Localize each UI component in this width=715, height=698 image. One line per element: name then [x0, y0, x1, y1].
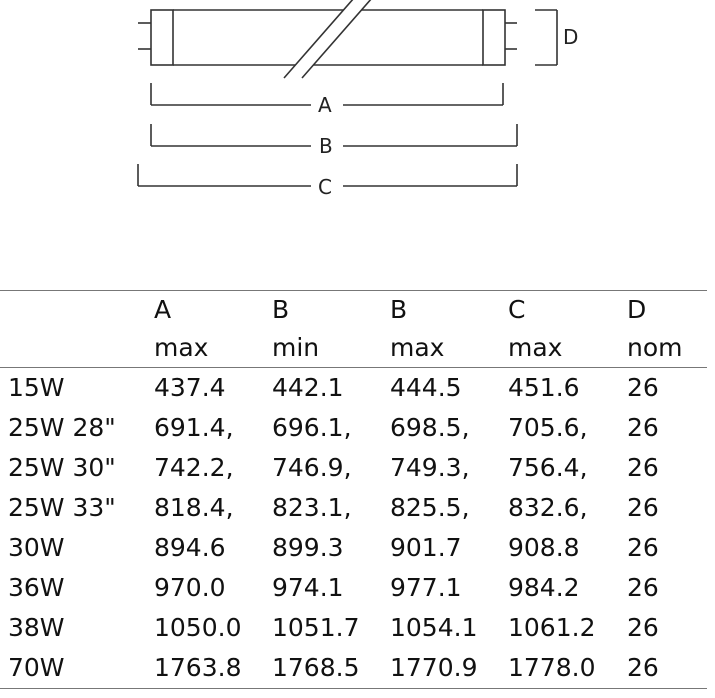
table-cell: 1763.8	[154, 653, 242, 682]
dimension-label-d: D	[563, 25, 578, 49]
table-row: 25W 30" 742.2, 746.9, 749.3, 756.4, 26	[0, 448, 707, 488]
table-cell: 1054.1	[390, 613, 478, 642]
table-header-letters: A B B C D	[0, 291, 707, 329]
table-cell: 26	[627, 453, 659, 482]
dimension-table: A B B C D max min max max nom 15W 437.4 …	[0, 290, 707, 689]
table-row: 25W 33" 818.4, 823.1, 825.5, 832.6, 26	[0, 488, 707, 528]
table-cell: 25W 28"	[8, 413, 116, 442]
table-cell: 742.2,	[154, 453, 234, 482]
table-row: 25W 28" 691.4, 696.1, 698.5, 705.6, 26	[0, 408, 707, 448]
header-cell: max	[154, 333, 209, 362]
table-cell: 36W	[8, 573, 65, 602]
table-cell: 451.6	[508, 373, 580, 402]
header-cell: A	[154, 295, 172, 324]
table-cell: 25W 30"	[8, 453, 116, 482]
table-cell: 26	[627, 413, 659, 442]
table-cell: 70W	[8, 653, 65, 682]
table-cell: 38W	[8, 613, 65, 642]
fluorescent-tube-drawing	[138, 9, 517, 66]
table-row: 30W 894.6 899.3 901.7 908.8 26	[0, 528, 707, 568]
table-cell: 696.1,	[272, 413, 352, 442]
table-cell: 1051.7	[272, 613, 360, 642]
header-cell: B	[390, 295, 408, 324]
header-cell: B	[272, 295, 290, 324]
tube-break-marks	[283, 0, 372, 79]
header-cell: nom	[627, 333, 683, 362]
table-header-qualifiers: max min max max nom	[0, 329, 707, 368]
table-row: 36W 970.0 974.1 977.1 984.2 26	[0, 568, 707, 608]
table-cell: 26	[627, 653, 659, 682]
dimension-label-c: C	[318, 175, 332, 199]
dimension-b	[150, 124, 518, 147]
table-cell: 1768.5	[272, 653, 360, 682]
table-cell: 442.1	[272, 373, 344, 402]
table-cell: 705.6,	[508, 413, 588, 442]
table-cell: 1770.9	[390, 653, 478, 682]
table-cell: 970.0	[154, 573, 226, 602]
table-cell: 26	[627, 573, 659, 602]
table-cell: 30W	[8, 533, 65, 562]
table-cell: 1050.0	[154, 613, 242, 642]
table-cell: 25W 33"	[8, 493, 116, 522]
table-row: 15W 437.4 442.1 444.5 451.6 26	[0, 368, 707, 408]
table-cell: 974.1	[272, 573, 344, 602]
header-cell: max	[390, 333, 445, 362]
header-cell: D	[627, 295, 647, 324]
dimension-label-a: A	[318, 93, 332, 117]
table-cell: 832.6,	[508, 493, 588, 522]
table-cell: 26	[627, 613, 659, 642]
table-cell: 756.4,	[508, 453, 588, 482]
header-cell: C	[508, 295, 526, 324]
table-cell: 26	[627, 493, 659, 522]
table-cell: 444.5	[390, 373, 462, 402]
table-cell: 825.5,	[390, 493, 470, 522]
table-cell: 15W	[8, 373, 65, 402]
table-cell: 901.7	[390, 533, 462, 562]
header-cell: min	[272, 333, 320, 362]
dimension-c	[137, 164, 518, 187]
table-cell: 894.6	[154, 533, 226, 562]
dimension-d	[535, 9, 558, 66]
table-cell: 984.2	[508, 573, 580, 602]
table-cell: 749.3,	[390, 453, 470, 482]
header-cell: max	[508, 333, 563, 362]
table-cell: 823.1,	[272, 493, 352, 522]
table-cell: 698.5,	[390, 413, 470, 442]
table-row: 70W 1763.8 1768.5 1770.9 1778.0 26	[0, 648, 707, 688]
dimension-label-b: B	[319, 134, 333, 158]
table-cell: 818.4,	[154, 493, 234, 522]
table-cell: 26	[627, 373, 659, 402]
table-cell: 908.8	[508, 533, 580, 562]
table-cell: 1778.0	[508, 653, 596, 682]
dimension-a	[150, 83, 504, 106]
table-cell: 691.4,	[154, 413, 234, 442]
table-cell: 26	[627, 533, 659, 562]
table-cell: 746.9,	[272, 453, 352, 482]
table-cell: 899.3	[272, 533, 344, 562]
table-cell: 1061.2	[508, 613, 596, 642]
table-row: 38W 1050.0 1051.7 1054.1 1061.2 26	[0, 608, 707, 648]
table-cell: 977.1	[390, 573, 462, 602]
table-cell: 437.4	[154, 373, 226, 402]
tube-dimension-diagram: D A B C	[137, 0, 578, 199]
